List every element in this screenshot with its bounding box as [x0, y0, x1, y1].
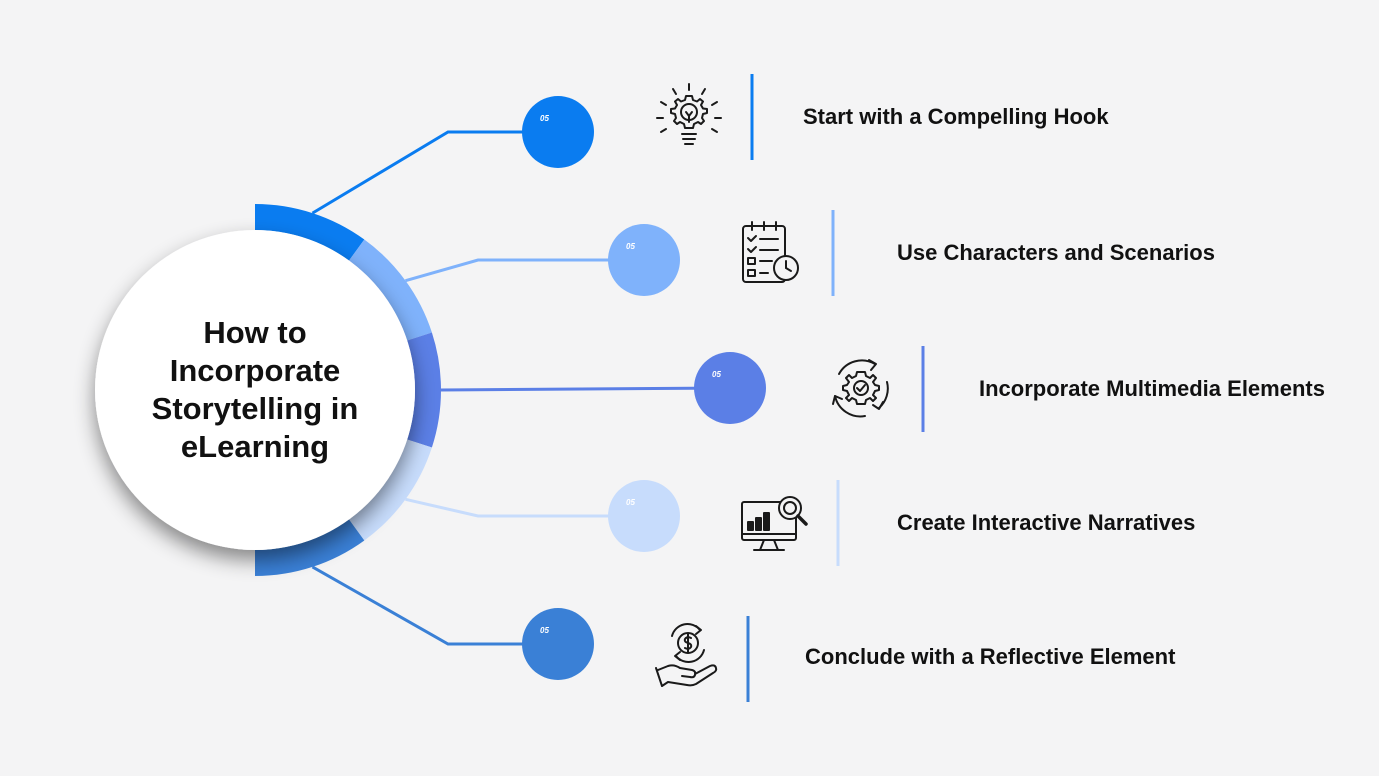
connector-line-2	[405, 258, 644, 283]
ring-segment-5	[255, 519, 365, 576]
center-circle	[95, 230, 415, 550]
step-node-2	[608, 224, 680, 296]
connector-lines	[311, 130, 731, 646]
ring-segment-2	[349, 239, 432, 341]
step-4-number: 05	[626, 498, 635, 507]
ring-segment-1	[255, 204, 365, 261]
step-2-number: 05	[626, 242, 635, 251]
connector-line-4	[405, 497, 644, 518]
step-node-4	[608, 480, 680, 552]
step-node-3	[694, 352, 766, 424]
step-5-number: 05	[540, 626, 549, 635]
label-dividers	[746, 74, 925, 702]
step-node-5	[522, 608, 594, 680]
step-3-number: 05	[712, 370, 721, 379]
hand-money-icon	[652, 620, 724, 692]
connector-line-1	[311, 130, 558, 215]
ring-segment-3	[407, 332, 441, 448]
step-2-label: Use Characters and Scenarios	[897, 240, 1215, 265]
connector-line-3	[440, 386, 731, 392]
step-1-number: 05	[540, 114, 549, 123]
segmented-ring	[255, 204, 441, 576]
gear-refresh-icon	[825, 352, 897, 424]
lightbulb-gear-icon	[653, 82, 725, 154]
ring-segment-4	[349, 439, 432, 541]
connector-line-5	[311, 565, 558, 646]
checklist-clock-icon	[738, 218, 810, 290]
step-4-label: Create Interactive Narratives	[897, 510, 1196, 535]
monitor-analytics-icon	[738, 488, 810, 560]
center-title: How to Incorporate Storytelling in eLear…	[151, 315, 359, 464]
step-nodes	[522, 96, 766, 680]
step-node-1	[522, 96, 594, 168]
step-1-label: Start with a Compelling Hook	[803, 104, 1109, 129]
step-3-label: Incorporate Multimedia Elements	[979, 376, 1325, 401]
step-5-label: Conclude with a Reflective Element	[805, 644, 1176, 669]
